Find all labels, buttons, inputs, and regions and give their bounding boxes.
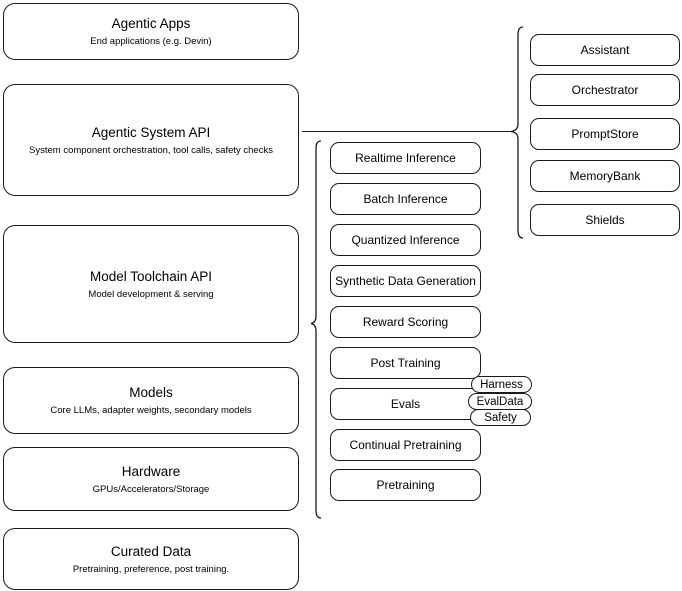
layer-title: Agentic Apps	[111, 16, 191, 31]
eval-subcomponent-label: Harness	[480, 378, 523, 391]
component-reward-scoring[interactable]: Reward Scoring	[330, 306, 481, 338]
component-label: Synthetic Data Generation	[335, 274, 476, 288]
layer-title: Agentic System API	[91, 124, 211, 140]
layer-title: Models	[129, 385, 173, 400]
component-label: Post Training	[370, 356, 441, 370]
component-orchestrator[interactable]: Orchestrator	[530, 74, 680, 106]
layer-curated-data[interactable]: Curated Data Pretraining, preference, po…	[3, 528, 299, 590]
component-synthetic-data-generation[interactable]: Synthetic Data Generation	[330, 265, 481, 297]
component-memorybank[interactable]: MemoryBank	[530, 160, 680, 192]
component-label: Shields	[585, 213, 625, 227]
eval-subcomponent-evaldata[interactable]: EvalData	[468, 393, 532, 410]
eval-subcomponent-harness[interactable]: Harness	[471, 376, 532, 393]
component-label: Realtime Inference	[355, 151, 456, 165]
component-evals[interactable]: Evals	[330, 388, 481, 420]
component-shields[interactable]: Shields	[530, 204, 680, 236]
brace-agentic-components	[510, 26, 524, 240]
layer-subtitle: Pretraining, preference, post training.	[72, 563, 230, 575]
component-label: Assistant	[580, 43, 630, 57]
component-label: Quantized Inference	[351, 233, 460, 247]
layer-title: Curated Data	[110, 543, 192, 559]
component-label: Orchestrator	[571, 83, 639, 97]
connector-agentic-system-to-components	[302, 130, 512, 132]
layer-agentic-system-api[interactable]: Agentic System API System component orch…	[3, 84, 299, 196]
component-batch-inference[interactable]: Batch Inference	[330, 183, 481, 215]
brace-toolchain-components	[310, 140, 322, 520]
layer-title: Model Toolchain API	[89, 268, 213, 284]
component-realtime-inference[interactable]: Realtime Inference	[330, 142, 481, 174]
component-quantized-inference[interactable]: Quantized Inference	[330, 224, 481, 256]
eval-subcomponent-label: Safety	[484, 411, 517, 424]
component-label: Reward Scoring	[362, 315, 449, 329]
layer-models[interactable]: Models Core LLMs, adapter weights, secon…	[3, 367, 299, 434]
component-post-training[interactable]: Post Training	[330, 347, 481, 379]
layer-title: Hardware	[121, 463, 181, 479]
layer-subtitle: Core LLMs, adapter weights, secondary mo…	[50, 405, 252, 416]
layer-agentic-apps[interactable]: Agentic Apps End applications (e.g. Devi…	[3, 3, 299, 60]
layer-subtitle: Model development & serving	[88, 288, 214, 300]
component-pretraining[interactable]: Pretraining	[330, 469, 481, 501]
component-label: MemoryBank	[569, 169, 641, 183]
eval-subcomponent-safety[interactable]: Safety	[470, 409, 531, 426]
eval-subcomponent-label: EvalData	[476, 395, 524, 408]
component-label: Evals	[390, 397, 421, 411]
layer-subtitle: End applications (e.g. Devin)	[90, 36, 212, 47]
component-label: Batch Inference	[363, 192, 448, 206]
layer-model-toolchain-api[interactable]: Model Toolchain API Model development & …	[3, 225, 299, 343]
component-promptstore[interactable]: PromptStore	[530, 118, 680, 150]
component-label: Pretraining	[376, 478, 435, 492]
layer-subtitle: GPUs/Accelerators/Storage	[92, 483, 210, 495]
component-label: PromptStore	[571, 127, 639, 141]
layer-subtitle: System component orchestration, tool cal…	[29, 144, 273, 156]
component-assistant[interactable]: Assistant	[530, 34, 680, 66]
component-continual-pretraining[interactable]: Continual Pretraining	[330, 429, 481, 461]
component-label: Continual Pretraining	[349, 438, 462, 452]
layer-hardware[interactable]: Hardware GPUs/Accelerators/Storage	[3, 447, 299, 511]
